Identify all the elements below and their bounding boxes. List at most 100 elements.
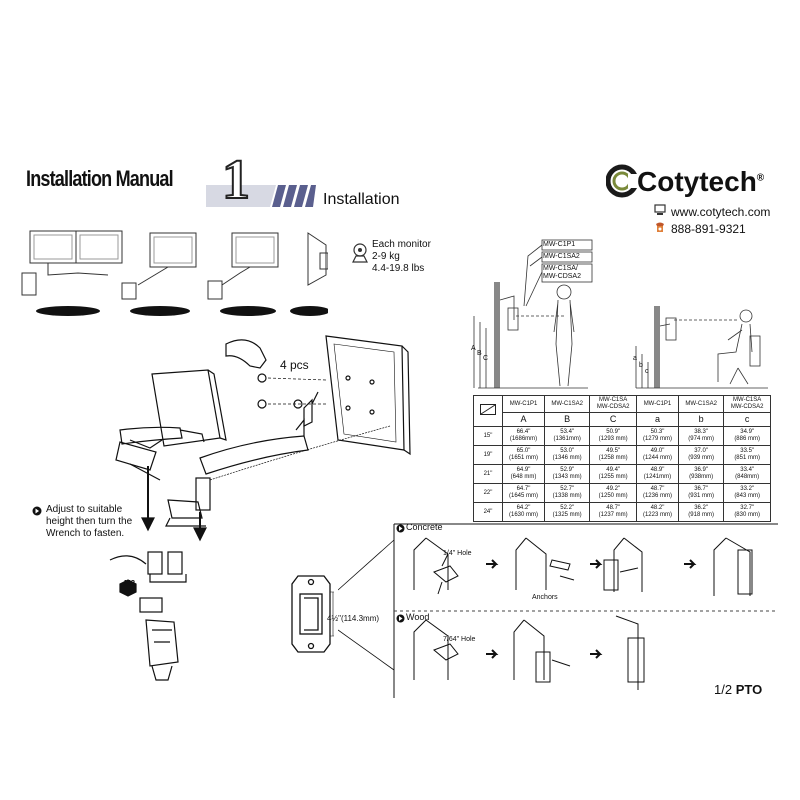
table-cell: 37.0"(939 mm) bbox=[677, 445, 725, 465]
cell-inches: 53.0" bbox=[560, 448, 575, 454]
table-cell: 66.4"(1686mm) bbox=[502, 426, 545, 446]
table-cell: 33.5"(851 mm) bbox=[723, 445, 771, 465]
bullet-arrow-icon bbox=[32, 506, 42, 516]
table-cell: 53.4"(1361mm) bbox=[543, 426, 591, 446]
cell-mm: (830 mm) bbox=[734, 512, 760, 518]
cell-inches: 33.5" bbox=[740, 448, 755, 454]
table-letter: b bbox=[677, 412, 725, 427]
cell-mm: (931 mm) bbox=[688, 493, 714, 499]
cell-mm: (1255 mm) bbox=[598, 474, 628, 480]
table-cell: 53.0"(1346 mm) bbox=[543, 445, 591, 465]
model-callout-4: MW-CDSA2 bbox=[543, 273, 581, 280]
anchors-label: Anchors bbox=[532, 594, 558, 601]
height-diagram bbox=[473, 239, 768, 389]
cell-inches: 48.7" bbox=[606, 505, 621, 511]
table-cell: 49.0"(1244 mm) bbox=[635, 445, 679, 465]
table-row: 21"64.9"(648 mm)52.9"(1343 mm)49.4"(1255… bbox=[473, 464, 771, 484]
table-cell: 48.2"(1223 mm) bbox=[635, 502, 679, 522]
table-size-cell: 21" bbox=[473, 464, 503, 484]
concrete-label: Concrete bbox=[406, 522, 443, 532]
table-cell: 50.9"(1293 mm) bbox=[589, 426, 637, 446]
cell-mm: (974 mm) bbox=[688, 436, 714, 442]
table-cell: 38.3"(974 mm) bbox=[677, 426, 725, 446]
table-letter: B bbox=[543, 412, 591, 427]
cell-inches: 52.7" bbox=[560, 486, 575, 492]
table-size-cell: 19" bbox=[473, 445, 503, 465]
table-cell: 49.5"(1258 mm) bbox=[589, 445, 637, 465]
table-header: MW-C1P1 bbox=[502, 395, 545, 413]
cell-mm: (1293 mm) bbox=[598, 436, 628, 442]
adjust-line2: height then turn the bbox=[46, 516, 133, 527]
cell-inches: 49.0" bbox=[650, 448, 665, 454]
cell-mm: (1237 mm) bbox=[598, 512, 628, 518]
table-header: MW-C1SA2 bbox=[677, 395, 725, 413]
cell-inches: 36.9" bbox=[694, 467, 709, 473]
cell-mm: (1241mm) bbox=[643, 474, 672, 480]
brand-name-text: Cotytech bbox=[637, 166, 757, 197]
table-header: MW-C1SA2 bbox=[543, 395, 591, 413]
cell-inches: 64.7" bbox=[516, 486, 531, 492]
phone-number: 888-891-9321 bbox=[671, 222, 746, 236]
cell-mm: (1361mm) bbox=[553, 436, 581, 442]
cell-inches: 33.4" bbox=[740, 467, 755, 473]
table-header: MW-C1P1 bbox=[635, 395, 679, 413]
cell-mm: (843 mm) bbox=[734, 493, 760, 499]
cell-inches: 49.5" bbox=[606, 448, 621, 454]
monitor-size-table: MW-C1P1 MW-C1SA2 MW-C1SA MW-CDSA2 MW-C1P… bbox=[473, 395, 771, 522]
table-cell: 33.2"(843 mm) bbox=[723, 483, 771, 503]
page-number: 1/2 bbox=[714, 682, 733, 697]
cell-mm: (918 mm) bbox=[688, 512, 714, 518]
table-letter: c bbox=[723, 412, 771, 427]
table-cell: 52.7"(1338 mm) bbox=[543, 483, 591, 503]
mounting-options-illustration bbox=[21, 230, 328, 316]
cell-inches: 64.2" bbox=[516, 505, 531, 511]
cell-mm: (939 mm) bbox=[688, 455, 714, 461]
cell-inches: 33.2" bbox=[740, 486, 755, 492]
cell-inches: 48.7" bbox=[650, 486, 665, 492]
cell-mm: (1250 mm) bbox=[598, 493, 628, 499]
cell-mm: (1346 mm) bbox=[552, 455, 582, 461]
computer-icon bbox=[654, 204, 666, 215]
cell-inches: 48.9" bbox=[650, 467, 665, 473]
pto-label: PTO bbox=[735, 682, 763, 697]
concrete-hole-size: 1/4" Hole bbox=[443, 550, 472, 557]
step-number: 1 bbox=[221, 148, 251, 212]
cell-mm: (1244 mm) bbox=[642, 455, 672, 461]
table-cell: 52.2"(1325 mm) bbox=[543, 502, 591, 522]
table-row: 22"64.7"(1645 mm)52.7"(1338 mm)49.2"(125… bbox=[473, 483, 771, 503]
cell-inches: 48.2" bbox=[650, 505, 665, 511]
website-link[interactable]: www.cotytech.com bbox=[671, 205, 771, 219]
table-cell: 36.7"(931 mm) bbox=[677, 483, 725, 503]
cell-mm: (851 mm) bbox=[734, 455, 760, 461]
table-letter: A bbox=[502, 412, 545, 427]
table-cell: 33.4"(848mm) bbox=[723, 464, 771, 484]
table-cell: 50.3"(1279 mm) bbox=[635, 426, 679, 446]
cell-mm: (1645 mm) bbox=[508, 493, 538, 499]
dim-letter-A: A bbox=[471, 345, 476, 352]
table-row: 15"66.4"(1686mm)53.4"(1361mm)50.9"(1293 … bbox=[473, 426, 771, 446]
page-indicator: 1/2 PTO bbox=[714, 682, 762, 697]
table-row: 24"64.2"(1630 mm)52.2"(1325 mm)48.7"(123… bbox=[473, 502, 771, 522]
cell-inches: 52.9" bbox=[560, 467, 575, 473]
concrete-bullet-icon bbox=[396, 524, 405, 533]
monitor-note-line2: 2-9 kg bbox=[372, 251, 400, 262]
registered-mark: ® bbox=[756, 172, 765, 184]
cell-mm: (1279 mm) bbox=[642, 436, 672, 442]
dim-letter-c: c bbox=[645, 368, 649, 375]
table-cell: 48.7"(1236 mm) bbox=[635, 483, 679, 503]
cell-mm: (1686mm) bbox=[509, 436, 538, 442]
table-cell: 48.7"(1237 mm) bbox=[589, 502, 637, 522]
cell-inches: 36.7" bbox=[694, 486, 709, 492]
cotytech-logo-icon bbox=[606, 164, 638, 198]
assembly-illustration bbox=[109, 335, 411, 681]
cell-mm: (1651 mm) bbox=[508, 455, 538, 461]
monitor-icon-cell bbox=[473, 395, 503, 427]
table-row: 19"65.0"(1651 mm)53.0"(1346 mm)49.5"(125… bbox=[473, 445, 771, 465]
cell-mm: (1236 mm) bbox=[642, 493, 672, 499]
cell-inches: 64.9" bbox=[516, 467, 531, 473]
monitor-weight-note: Each monitor 2-9 kg 4.4-19.8 lbs bbox=[372, 239, 431, 275]
table-cell: 49.2"(1250 mm) bbox=[589, 483, 637, 503]
table-size-cell: 15" bbox=[473, 426, 503, 446]
cell-inches: 52.2" bbox=[560, 505, 575, 511]
model-callout-1: MW-C1P1 bbox=[543, 241, 576, 248]
